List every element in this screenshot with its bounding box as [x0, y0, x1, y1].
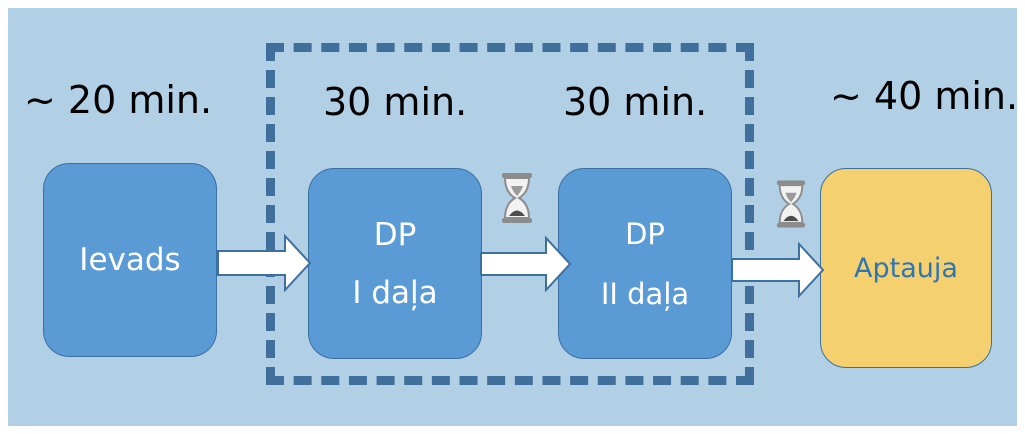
time-label-part2: 30 min.: [563, 80, 708, 124]
dp-group-frame: [266, 43, 754, 385]
arrow-right-icon: [480, 236, 572, 292]
hourglass-icon: [776, 180, 806, 228]
box-part2-subtitle: II daļa: [600, 276, 690, 311]
hourglass-icon: [502, 173, 532, 223]
box-survey: Aptauja: [820, 168, 992, 368]
time-label-intro: ~ 20 min.: [24, 78, 213, 122]
box-intro: Ievads: [43, 163, 217, 357]
arrow-right-icon: [217, 234, 312, 292]
box-intro-label: Ievads: [79, 242, 181, 278]
time-label-part1: 30 min.: [323, 80, 468, 124]
box-survey-label: Aptauja: [854, 252, 958, 284]
box-part1-subtitle: I daļa: [352, 274, 438, 311]
box-part1: DP I daļa: [308, 168, 482, 359]
box-part2: DP II daļa: [558, 168, 732, 359]
box-part2-title: DP: [625, 216, 665, 251]
arrow-right-icon: [731, 242, 825, 298]
time-label-survey: ~ 40 min.: [830, 74, 1019, 118]
box-part1-title: DP: [373, 216, 417, 253]
